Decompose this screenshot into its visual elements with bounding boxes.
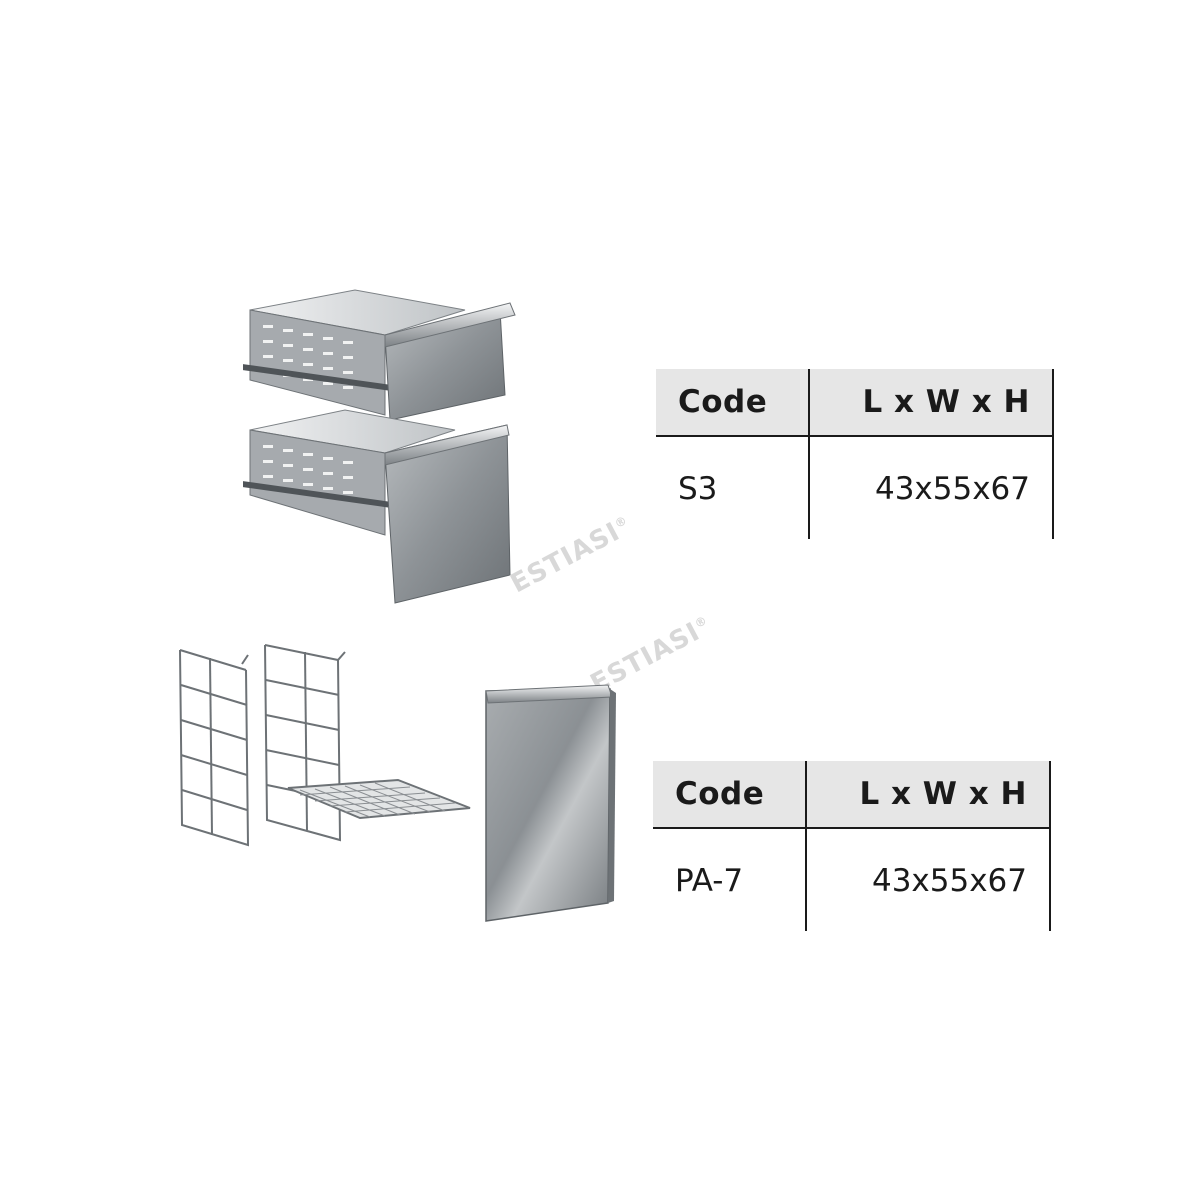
table-row: S3 43x55x67 bbox=[656, 436, 1054, 539]
spec-table: Code L x W x H S3 43x55x67 bbox=[656, 369, 1054, 539]
product-code: PA-7 bbox=[675, 863, 744, 899]
header-code: Code bbox=[656, 369, 809, 437]
drawer-unit-illustration bbox=[243, 289, 516, 604]
door-panel-illustration bbox=[485, 684, 616, 922]
product-dimensions: 43x55x67 bbox=[871, 863, 1027, 899]
header-code: Code bbox=[653, 761, 806, 829]
header-dimensions: L x W x H bbox=[808, 369, 1054, 437]
spec-table: Code L x W x H PA-7 43x55x67 bbox=[653, 761, 1051, 931]
table-row: PA-7 43x55x67 bbox=[653, 828, 1051, 931]
product-dimensions: 43x55x67 bbox=[874, 471, 1030, 507]
product-code: S3 bbox=[678, 471, 718, 507]
wire-rack-illustration bbox=[179, 644, 471, 847]
header-dimensions: L x W x H bbox=[805, 761, 1051, 829]
